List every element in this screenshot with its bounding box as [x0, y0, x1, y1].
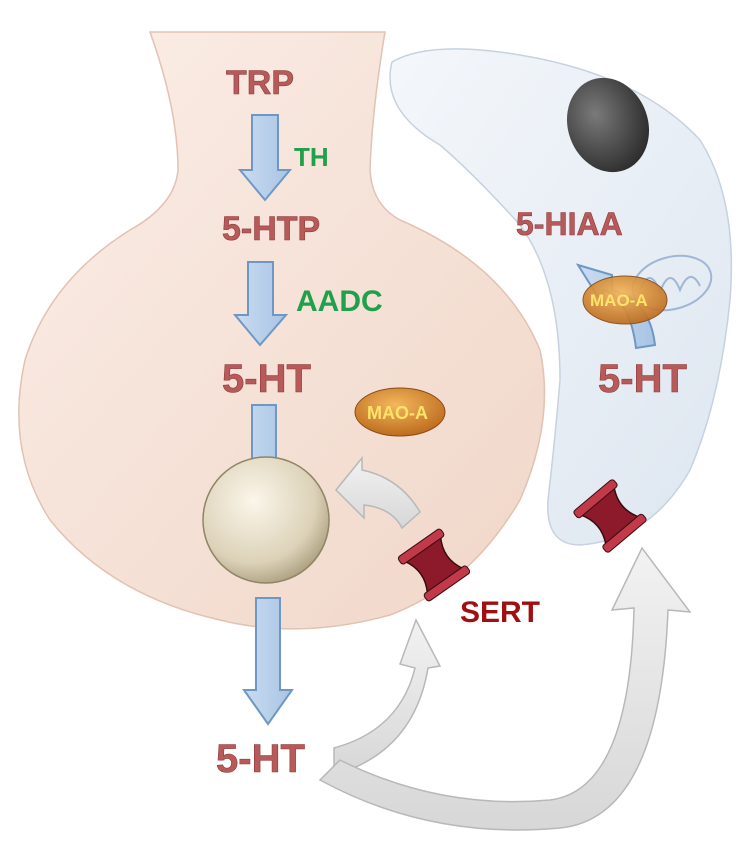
- sert-transporter-neuron: [397, 528, 471, 602]
- mao-a-neuron-label: MAO-A: [367, 403, 428, 423]
- mao-a-enzyme-glia: [582, 275, 668, 325]
- 5ht-synapse-label: 5-HT: [216, 737, 305, 781]
- arrow-reuptake-neuron: [333, 618, 442, 776]
- mao-a-enzyme-neuron: [354, 387, 446, 437]
- aadc-label: AADC: [296, 285, 383, 318]
- arrow-trp-to-5htp: [237, 114, 293, 202]
- synaptic-vesicle: [202, 456, 330, 584]
- mao-a-glia-label: MAO-A: [590, 291, 648, 310]
- 5hiaa-label: 5-HIAA: [516, 206, 623, 242]
- trp-label: TRP: [226, 64, 294, 102]
- sert-transporter-glia: [573, 479, 647, 553]
- 5ht-glia-label: 5-HT: [598, 357, 687, 401]
- nucleus: [566, 77, 650, 173]
- 5ht-neuron-label: 5-HT: [222, 357, 311, 401]
- arrow-5htp-to-5ht: [232, 261, 289, 347]
- arrow-reuptake-glia: [318, 546, 692, 831]
- arrow-sert-to-vesicle: [334, 455, 421, 530]
- sert-label: SERT: [460, 596, 540, 629]
- 5htp-label: 5-HTP: [222, 210, 320, 248]
- arrow-release: [242, 597, 294, 726]
- th-label: TH: [294, 142, 329, 172]
- presynaptic-neuron: [18, 31, 546, 630]
